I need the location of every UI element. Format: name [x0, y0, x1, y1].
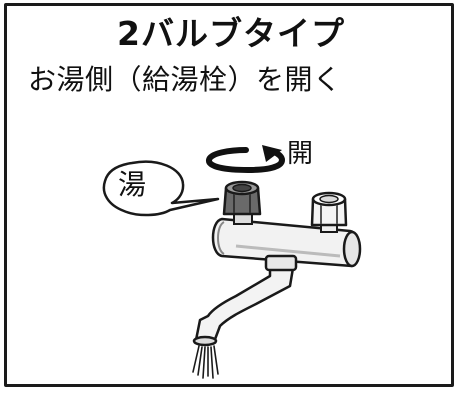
hot-label-bubble [102, 160, 220, 217]
hot-water-valve-handle [222, 180, 262, 225]
instruction-text: お湯側（給湯栓）を開く [28, 63, 342, 96]
panel-frame [4, 3, 454, 387]
faucet-spout [192, 254, 298, 347]
open-label: 開 [287, 139, 314, 169]
faucet-body [211, 217, 362, 268]
hot-water-label: 湯 [118, 168, 147, 201]
page-title: 2バルブタイプ [117, 14, 345, 53]
water-stream [192, 345, 219, 379]
rotate-arrow-icon [206, 145, 286, 174]
cold-water-valve-handle [310, 191, 348, 233]
